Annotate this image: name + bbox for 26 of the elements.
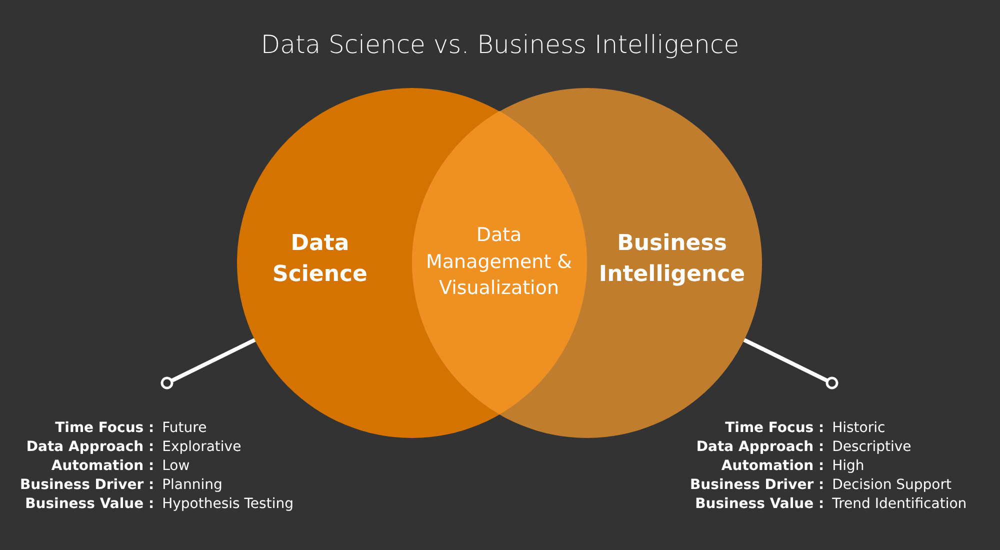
attribute-value: Hypothesis Testing bbox=[162, 496, 294, 512]
attribute-name: Business Driver : bbox=[690, 477, 824, 493]
attribute-name: Automation : bbox=[50, 458, 154, 474]
leader-line bbox=[743, 338, 838, 390]
attribute-name: Business Value : bbox=[24, 496, 154, 512]
region-label: Data Management & Visualization bbox=[424, 223, 574, 302]
attribute-name: Business Driver : bbox=[20, 477, 154, 493]
attribute-value: Trend Identification bbox=[832, 496, 967, 512]
region-label: Data Science bbox=[272, 230, 368, 289]
attribute-name: Data Approach : bbox=[695, 439, 824, 455]
diagram-title: Data Science vs. Business Intelligence bbox=[260, 30, 740, 59]
region-label: Business Intelligence bbox=[598, 230, 746, 289]
attribute-value: Historic bbox=[832, 420, 886, 436]
attribute-name: Time Focus : bbox=[724, 420, 824, 436]
attribute-name: Time Focus : bbox=[54, 420, 154, 436]
attribute-name: Business Value : bbox=[694, 496, 824, 512]
attribute-value: Explorative bbox=[162, 439, 242, 455]
attribute-value: Descriptive bbox=[832, 439, 912, 455]
attribute-value: Future bbox=[162, 420, 208, 436]
leader-line bbox=[160, 338, 256, 390]
attribute-name: Automation : bbox=[720, 458, 824, 474]
attribute-value: High bbox=[832, 458, 866, 474]
attribute-value: Decision Support bbox=[832, 477, 952, 493]
attribute-value: Low bbox=[162, 458, 191, 474]
attribute-name: Data Approach : bbox=[25, 439, 154, 455]
attribute-value: Planning bbox=[162, 477, 224, 493]
